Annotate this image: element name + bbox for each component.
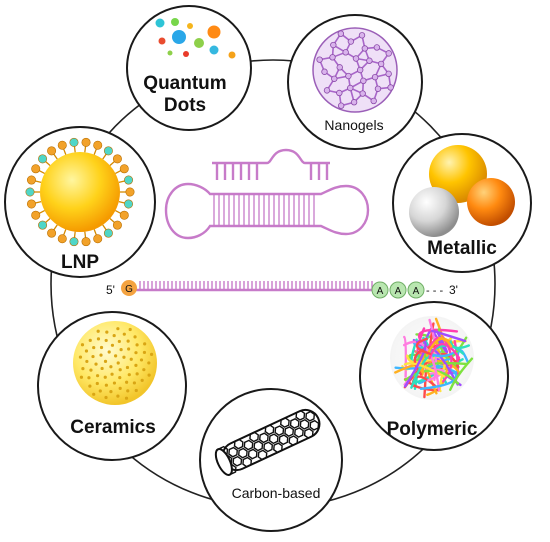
tail-dashes: - - -	[426, 285, 443, 297]
polya-bead-3	[407, 281, 425, 299]
ceramics-label: Ceramics	[70, 417, 156, 438]
carbon-nanotube-icon	[214, 408, 321, 476]
ceramic-particle-icon	[73, 321, 157, 405]
lipid-nanoparticle-icon	[25, 137, 135, 247]
node-lnp: LNP	[4, 126, 156, 278]
cap-g-circle	[121, 280, 137, 296]
polya-a-2: A	[395, 286, 402, 297]
polymeric-label: Polymeric	[387, 419, 478, 440]
polya-a-1: A	[377, 286, 384, 297]
node-nanogels: Nanogels	[287, 14, 423, 150]
mrna-strand: 5' G A A A - - - 3'	[106, 280, 458, 299]
node-carbon-based: Carbon-based	[199, 388, 343, 532]
carbon-based-label: Carbon-based	[232, 485, 321, 501]
quantum-dots-icon	[155, 18, 236, 59]
rna-hairpin-top	[212, 148, 330, 180]
three-prime-label: 3'	[449, 283, 458, 297]
metallic-spheres-icon	[409, 145, 515, 237]
lnp-label: LNP	[61, 252, 99, 273]
nanogel-network-icon	[312, 27, 398, 113]
polya-bead-2	[389, 281, 407, 299]
five-prime-label: 5'	[106, 283, 115, 297]
polymer-ball-icon	[390, 316, 474, 400]
node-polymeric: Polymeric	[359, 301, 509, 451]
node-ceramics: Ceramics	[37, 311, 187, 461]
quantum-dots-label-line2: Dots	[164, 95, 206, 116]
node-quantum-dots: Quantum Dots	[126, 5, 252, 131]
nanogels-label: Nanogels	[324, 117, 383, 133]
cap-g-label: G	[125, 284, 133, 295]
polya-bead-1	[371, 281, 389, 299]
rna-stem-loop	[164, 182, 370, 240]
node-metallic: Metallic	[392, 133, 532, 273]
metallic-label: Metallic	[427, 238, 497, 259]
polya-a-3: A	[413, 286, 420, 297]
quantum-dots-label-line1: Quantum	[143, 73, 226, 94]
